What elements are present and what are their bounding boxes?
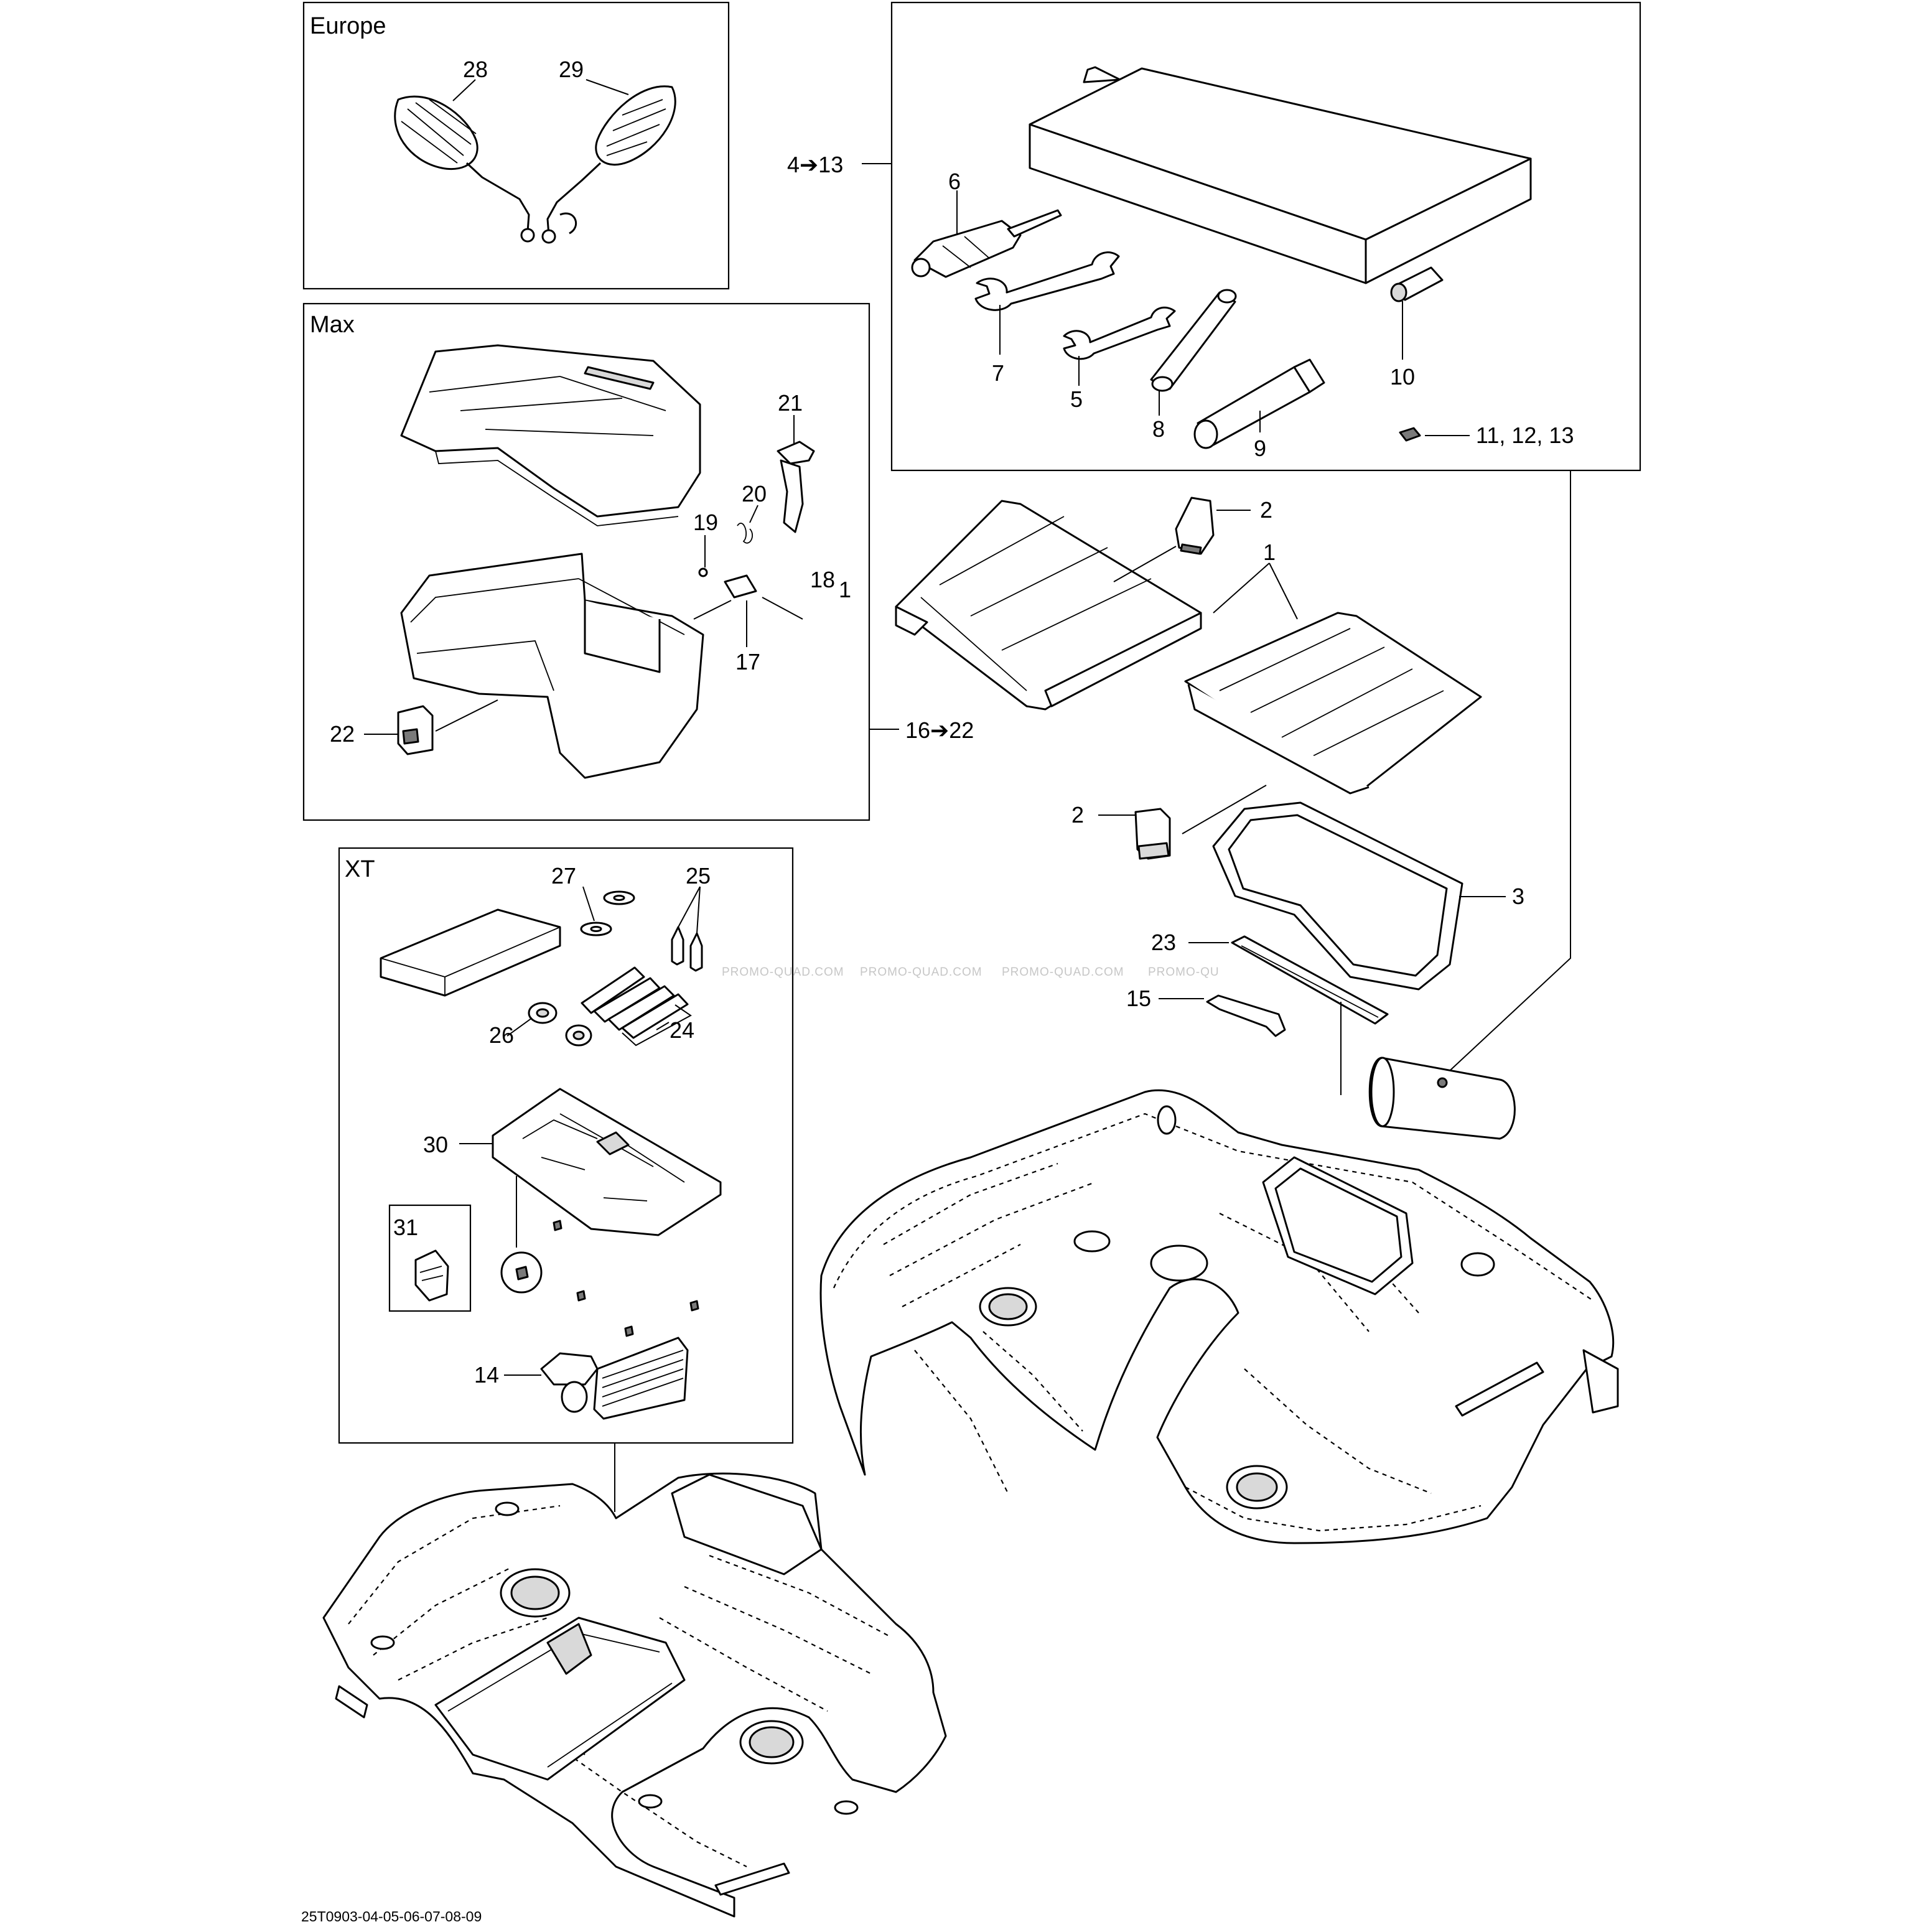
watermark-4: PROMO-QU (1148, 966, 1220, 979)
toolkit-panel-frame (890, 1, 1641, 472)
screws-part-25 (671, 926, 703, 972)
clip-part-31 (414, 1249, 449, 1302)
rear-rack-part-1 (1184, 612, 1482, 795)
leader-25-b (696, 886, 701, 934)
washers-part-27 (580, 890, 635, 936)
nuts-part-26 (528, 1002, 592, 1047)
front-fender-illustration (322, 1472, 947, 1918)
bracket-24 (622, 1004, 692, 1047)
max-panel-frame (302, 302, 870, 821)
callout-3: 3 (1512, 884, 1524, 909)
callout-21: 21 (778, 390, 803, 416)
tool-bag-illustration (1029, 66, 1532, 284)
callout-25: 25 (686, 863, 711, 889)
key-part-15 (1206, 994, 1286, 1037)
europe-panel-frame (302, 1, 730, 290)
callout-19: 19 (693, 510, 718, 535)
callout-11-12-13: 11, 12, 13 (1476, 422, 1574, 448)
callout-18: 18 (810, 567, 835, 592)
leader-26 (506, 1017, 533, 1037)
max-rack-top (400, 344, 701, 526)
watermark-1: PROMO-QUAD.COM (722, 966, 844, 979)
callout-24: 24 (670, 1017, 694, 1043)
callout-27: 27 (551, 863, 576, 889)
callout-28: 28 (463, 57, 488, 82)
callout-30: 30 (423, 1132, 448, 1157)
callout-5: 5 (1070, 386, 1083, 412)
leader-28 (452, 79, 476, 101)
arrow-17 (693, 600, 732, 620)
watermark-2: PROMO-QUAD.COM (860, 966, 982, 979)
leader-20 (749, 505, 758, 523)
fuse-part-11 (1399, 427, 1421, 442)
socket-wrench-part-9 (1193, 358, 1325, 449)
callout-29: 29 (559, 57, 584, 82)
leader-1-b (1269, 562, 1298, 620)
leader-1-a (1213, 562, 1270, 614)
strap-part-23 (1231, 935, 1389, 1025)
europe-panel-title: Europe (310, 13, 386, 39)
leader-29 (586, 79, 629, 95)
wrench-part-7 (974, 251, 1120, 311)
callout-6: 6 (948, 169, 961, 194)
arrow-2-mid (1182, 785, 1267, 834)
callout-14: 14 (474, 1362, 499, 1388)
bracket-part-2-mid (1134, 808, 1171, 860)
rear-fender-illustration (819, 1089, 1619, 1544)
front-rack-part-1 (895, 500, 1202, 711)
clip-part-22 (397, 705, 434, 755)
callout-4-13: 4➔13 (787, 152, 843, 177)
xt-storage-bag (380, 908, 561, 997)
tool-pouch (1368, 1057, 1516, 1140)
callout-2-top: 2 (1260, 497, 1272, 523)
callout-9: 9 (1254, 436, 1266, 461)
rack-frame-part-3 (1212, 801, 1463, 991)
callout-8: 8 (1152, 416, 1165, 442)
callout-7: 7 (992, 360, 1004, 386)
xt-panel-frame (338, 847, 794, 1444)
mirror-right-part-29 (541, 85, 676, 244)
max-storage-bin (400, 553, 704, 779)
callout-1-side: 1 (839, 577, 851, 602)
screwdriver-part-6 (911, 209, 1062, 278)
callout-26: 26 (489, 1022, 514, 1048)
part-31-box (388, 1204, 472, 1312)
watermark-3: PROMO-QUAD.COM (1002, 966, 1124, 979)
callout-10: 10 (1390, 364, 1415, 390)
callout-22: 22 (330, 721, 355, 747)
buckle-strap-part-14 (540, 1337, 689, 1420)
callout-16-22: 16➔22 (905, 717, 974, 743)
leader-25-a (678, 886, 701, 928)
callout-31: 31 (393, 1215, 418, 1240)
bolts-part-24 (581, 966, 689, 1039)
leader-24 (656, 1022, 670, 1030)
max-latch-assembly (698, 441, 815, 620)
arrow-22 (435, 699, 498, 732)
diagram-code: 25T0903-04-05-06-07-08-09 (301, 1908, 482, 1925)
connector-toolkit-to-pouch (1443, 470, 1571, 1077)
fuse-holder-part-10 (1390, 266, 1444, 302)
tray-part-30 (492, 1088, 722, 1236)
callout-1-main: 1 (1263, 539, 1276, 565)
max-panel-title: Max (310, 312, 355, 338)
wrench-part-5 (1063, 306, 1176, 360)
callout-20: 20 (742, 481, 767, 506)
push-rivets (500, 1220, 699, 1337)
mirror-left-part-28 (394, 95, 535, 243)
xt-panel-title: XT (345, 856, 375, 882)
bracket-part-2-top (1175, 497, 1215, 555)
leader-27 (582, 886, 595, 922)
callout-2-mid: 2 (1071, 802, 1084, 828)
socket-wrench-part-8 (1150, 289, 1237, 392)
callout-15: 15 (1126, 986, 1151, 1011)
callout-23: 23 (1151, 930, 1176, 955)
callout-17: 17 (735, 649, 760, 674)
arrow-2-top (1113, 546, 1177, 582)
